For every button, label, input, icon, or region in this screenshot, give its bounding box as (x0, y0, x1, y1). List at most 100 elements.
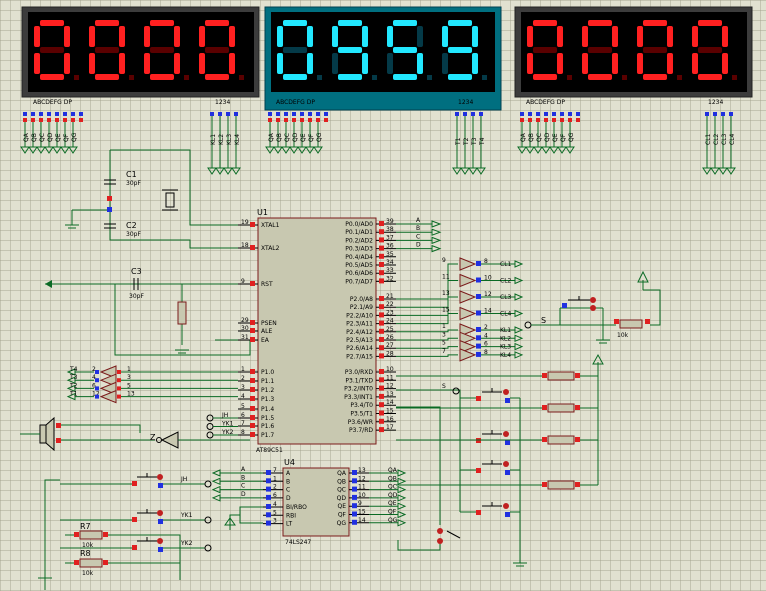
buffer-gate (459, 348, 477, 362)
left-seven-segment-display[interactable]: ABCDEFG DP 1234 (21, 6, 260, 106)
buffer-pin-number: 5 (127, 382, 131, 389)
buffer-out-number: 6 (484, 341, 488, 348)
display-pin-label: QC (39, 133, 46, 142)
segment-g (40, 47, 64, 53)
mcu-pin-number: 38 (386, 226, 394, 233)
decoder-pin-name: QD (337, 495, 347, 502)
decoder-pin-number: 4 (273, 501, 277, 508)
display-digit-label: 1234 (458, 99, 473, 106)
segment-e (89, 53, 95, 74)
mcu-pin-number: 32 (386, 275, 394, 282)
buffer-pin-number: 2 (92, 366, 96, 373)
segment-a (283, 20, 307, 26)
buffer-gate (99, 365, 117, 379)
pullup-resistor (547, 480, 575, 490)
display-pin-label: QF (560, 133, 567, 142)
right-seven-segment-display[interactable]: ABCDEFG DP 1234 (514, 6, 753, 106)
mcu-pin-name: P0.2/AD2 (345, 237, 373, 244)
segment-g (393, 47, 417, 53)
buffer-gate (99, 381, 117, 396)
segment-f (582, 26, 588, 47)
mcu-pin-number: 28 (386, 350, 394, 357)
decoder-pin-number: 12 (358, 475, 366, 482)
mcu-pin-number: 8 (241, 429, 245, 436)
segment-b (174, 26, 180, 47)
r8-value: 10k (82, 570, 94, 577)
reset-resistor (177, 301, 187, 325)
display-pin-label: QA (23, 132, 30, 142)
decoder-pin-name: D (286, 495, 291, 502)
mcu-pin-name: P1.7 (261, 432, 274, 439)
segment-g (205, 47, 229, 53)
decoder-pin-name: QB (337, 478, 346, 485)
segment-d (393, 74, 417, 80)
net-label: YK1 (221, 421, 234, 428)
center-seven-segment-display[interactable]: ABCDEFG DP 1234 (264, 6, 502, 111)
net-label: CL2 (500, 278, 512, 285)
segment-d (338, 74, 362, 80)
decoder-pin-name: B (286, 478, 290, 485)
mcu-pin-name: P3.2/INT0 (344, 386, 373, 393)
mcu-pin-number: 29 (241, 317, 249, 324)
c1-label: C1 (126, 170, 137, 179)
display-select-label: KL1 (210, 134, 217, 145)
decoder-pin-name: A (286, 470, 291, 477)
segment-b (667, 26, 673, 47)
digit (582, 20, 627, 80)
net-label: T2 (69, 382, 78, 389)
mcu-pin-name: P2.0/A8 (350, 296, 373, 303)
display-pin-label: QA (268, 132, 275, 142)
decoder-pin-number: 5 (273, 509, 277, 516)
buffer-pin-number: 6 (92, 382, 96, 389)
decoder-pin-number: 1 (273, 475, 277, 482)
segment-e (582, 53, 588, 74)
decimal-point (732, 75, 737, 80)
mcu-pin-name: P1.3 (261, 396, 274, 403)
display-select-label: T4 (479, 137, 486, 146)
buffer-gate (99, 373, 117, 387)
segment-f (199, 26, 205, 47)
net-label: QE (388, 500, 397, 507)
mcu-pin-name: P2.6/A14 (346, 345, 373, 352)
decoder-pin-name: LT (286, 521, 293, 528)
display-select-label: CL2 (713, 133, 720, 145)
mcu-ref: U1 (257, 208, 268, 217)
mcu-pin-name: ALE (261, 328, 272, 335)
r8-label: R8 (80, 549, 91, 558)
mcu-pin-number: 6 (241, 412, 245, 419)
mcu-pin-name: P0.1/AD1 (345, 229, 373, 236)
buffer-out-number: 12 (484, 291, 492, 298)
segment-g (643, 47, 667, 53)
pullup-resistor (547, 403, 575, 413)
segment-g (698, 47, 722, 53)
segment-g (448, 47, 472, 53)
display-pin-label: QD (47, 132, 54, 142)
mcu-pin-name: P0.3/AD3 (345, 246, 373, 253)
buffer-out-number: 4 (484, 332, 488, 339)
mcu-pin-name: XTAL1 (261, 222, 280, 229)
mcu-pin-number: 3 (241, 384, 245, 391)
buffer-gate (99, 389, 117, 404)
segment-a (205, 20, 229, 26)
mcu-pin-name: P3.6/WR (348, 419, 373, 426)
mcu-pin-name: P1.2 (261, 387, 274, 394)
mcu-pin-name: P0.5/AD5 (345, 262, 373, 269)
buffer-pin-number: 13 (442, 290, 450, 297)
digit (637, 20, 682, 80)
mcu-pin-number: 39 (386, 218, 394, 225)
mcu-pin-name: P1.5 (261, 415, 274, 422)
mcu-pin-number: 5 (241, 403, 245, 410)
display-pin-label: QF (308, 133, 315, 142)
segment-e (527, 53, 533, 74)
mcu-pin-number: 24 (386, 318, 394, 325)
segment-b (612, 26, 618, 47)
segment-e (199, 53, 205, 74)
mcu-pin-number: 17 (386, 424, 394, 431)
buffer-out-number: 10 (484, 275, 492, 282)
display-pin-label: QB (31, 133, 38, 142)
